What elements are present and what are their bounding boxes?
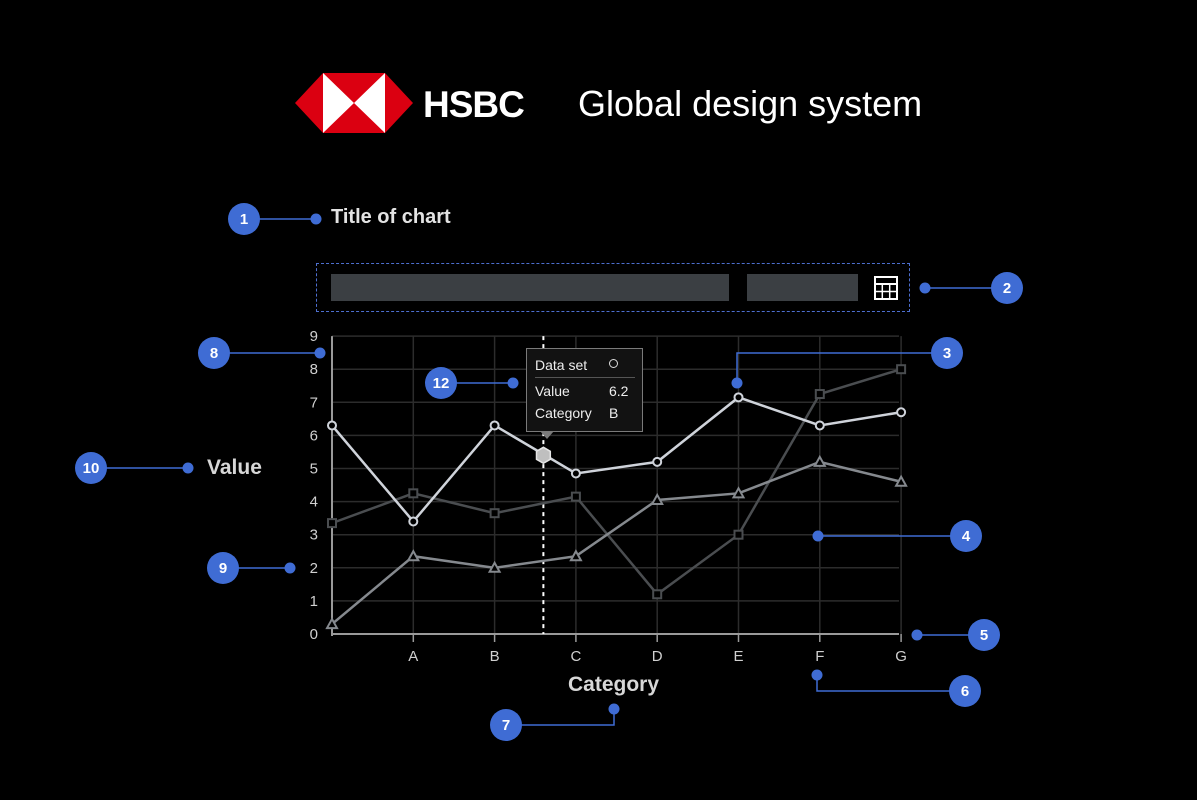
annotation-badge-5: 5: [968, 619, 1000, 651]
annotation-badge-10: 10: [75, 452, 107, 484]
data-point-circle: [570, 468, 581, 479]
series-line-circle: [331, 395, 902, 524]
y-tick-label: 0: [310, 626, 318, 643]
y-tick-label: 2: [310, 560, 318, 577]
tooltip-category: B: [609, 405, 619, 421]
data-point-square: [896, 364, 907, 375]
y-tick-label: 7: [310, 394, 318, 411]
data-point-square: [489, 508, 500, 519]
data-point-circle: [733, 392, 744, 403]
data-point-triangle: [813, 454, 827, 467]
annotation-badge-6: 6: [949, 675, 981, 707]
y-tick-label: 5: [310, 461, 318, 478]
data-point-triangle: [406, 549, 420, 562]
annotation-badge-3: 3: [931, 337, 963, 369]
data-point-circle: [814, 420, 825, 431]
data-point-square: [814, 389, 825, 400]
y-tick-label: 9: [310, 328, 318, 345]
data-point-square: [570, 491, 581, 502]
tooltip-value: 6.2: [609, 383, 629, 399]
data-point-triangle: [650, 492, 664, 505]
chart-title: Title of chart: [331, 206, 451, 228]
toolbar-placeholder-primary[interactable]: [331, 274, 729, 301]
x-axis-title: Category: [568, 673, 660, 696]
data-point-square: [327, 518, 337, 529]
data-tooltip: Data set Value 6.2 Category B: [526, 348, 643, 439]
highlighted-data-point: [535, 446, 552, 465]
x-tick-label: A: [408, 648, 418, 665]
toolbar-placeholder-secondary[interactable]: [747, 274, 858, 301]
x-tick-label: F: [815, 648, 824, 665]
y-tick-label: 4: [310, 494, 318, 511]
y-tick-label: 3: [310, 527, 318, 544]
data-point-circle: [489, 420, 500, 431]
hsbc-hexagon-logo-icon: [295, 73, 413, 133]
annotation-badge-9: 9: [207, 552, 239, 584]
annotation-badge-7: 7: [490, 709, 522, 741]
data-point-square: [733, 529, 744, 540]
data-point-square: [408, 488, 419, 499]
series-line-square: [331, 368, 902, 596]
y-tick-label: 6: [310, 427, 318, 444]
data-point-circle: [408, 516, 419, 527]
brand-header: HSBC Global design system: [0, 0, 1197, 200]
chart-toolbar: [316, 263, 910, 312]
annotation-badge-8: 8: [198, 337, 230, 369]
x-tick-label: B: [490, 648, 500, 665]
x-tick-label: D: [652, 648, 663, 665]
tooltip-divider: [535, 377, 635, 378]
annotation-badge-1: 1: [228, 203, 260, 235]
annotation-badge-2: 2: [991, 272, 1023, 304]
data-point-circle: [652, 456, 663, 467]
page-title: Global design system: [578, 83, 923, 124]
series-line-triangle: [331, 460, 902, 626]
y-axis-title: Value: [207, 456, 262, 479]
annotation-badge-4: 4: [950, 520, 982, 552]
hsbc-wordmark: HSBC: [423, 84, 525, 125]
x-tick-label: E: [733, 648, 743, 665]
data-point-circle: [896, 407, 907, 418]
y-tick-label: 1: [310, 593, 318, 610]
data-point-circle: [327, 420, 337, 431]
tooltip-category-label: Category: [535, 405, 592, 421]
tooltip-dataset-label: Data set: [535, 357, 588, 373]
tooltip-value-label: Value: [535, 383, 570, 399]
data-point-triangle: [731, 486, 746, 499]
data-point-triangle: [325, 617, 339, 630]
x-tick-label: G: [895, 648, 907, 665]
data-point-triangle: [487, 560, 502, 573]
x-tick-label: C: [570, 648, 581, 665]
data-point-square: [652, 589, 663, 600]
dataset-circle-marker-icon: [609, 359, 618, 368]
y-tick-label: 8: [310, 361, 318, 378]
data-point-triangle: [894, 474, 908, 487]
data-point-triangle: [569, 549, 583, 562]
annotation-badge-12: 12: [425, 367, 457, 399]
tooltip-pointer: [540, 431, 554, 439]
table-grid-icon[interactable]: [874, 276, 898, 300]
